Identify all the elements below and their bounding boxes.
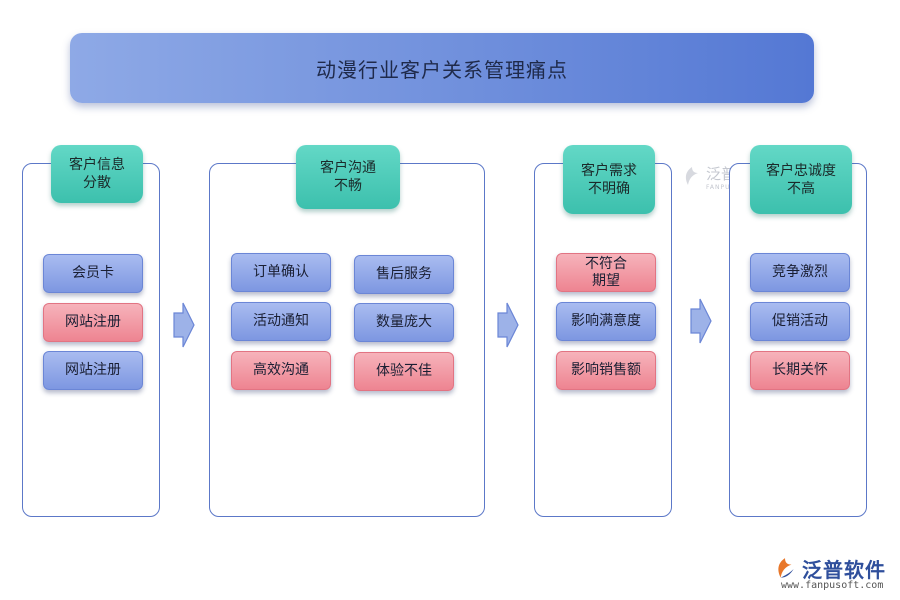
- flow-arrow-3: [690, 298, 712, 344]
- item-membership-card: 会员卡: [43, 254, 143, 293]
- flow-arrow-2: [497, 302, 519, 348]
- diagram-title: 动漫行业客户关系管理痛点: [70, 33, 814, 103]
- brand-logo: 泛普软件: [772, 554, 886, 583]
- column-header-customer-loyalty: 客户忠诚度 不高: [750, 145, 852, 214]
- item-website-registration-2: 网站注册: [43, 351, 143, 390]
- item-affect-sales: 影响销售额: [556, 351, 656, 390]
- item-order-confirmation: 订单确认: [231, 253, 331, 292]
- item-not-meet-expectation: 不符合 期望: [556, 253, 656, 292]
- item-long-term-care: 长期关怀: [750, 351, 850, 390]
- item-website-registration: 网站注册: [43, 303, 143, 342]
- fanpu-watermark-icon: [685, 167, 698, 185]
- fanpu-logo-icon: [778, 557, 794, 578]
- item-activity-notice: 活动通知: [231, 302, 331, 341]
- item-poor-experience: 体验不佳: [354, 352, 454, 391]
- column-header-customer-info: 客户信息 分散: [51, 145, 143, 203]
- flow-arrow-1: [173, 302, 195, 348]
- item-after-sales-service: 售后服务: [354, 255, 454, 294]
- logo-url: www.fanpusoft.com: [781, 580, 884, 591]
- logo-name: 泛普软件: [802, 558, 886, 582]
- item-affect-satisfaction: 影响满意度: [556, 302, 656, 341]
- item-large-quantity: 数量庞大: [354, 303, 454, 342]
- item-promotion-activity: 促销活动: [750, 302, 850, 341]
- column-header-customer-needs: 客户需求 不明确: [563, 145, 655, 214]
- item-fierce-competition: 竞争激烈: [750, 253, 850, 292]
- item-efficient-communication: 高效沟通: [231, 351, 331, 390]
- column-header-customer-communication: 客户沟通 不畅: [296, 145, 400, 209]
